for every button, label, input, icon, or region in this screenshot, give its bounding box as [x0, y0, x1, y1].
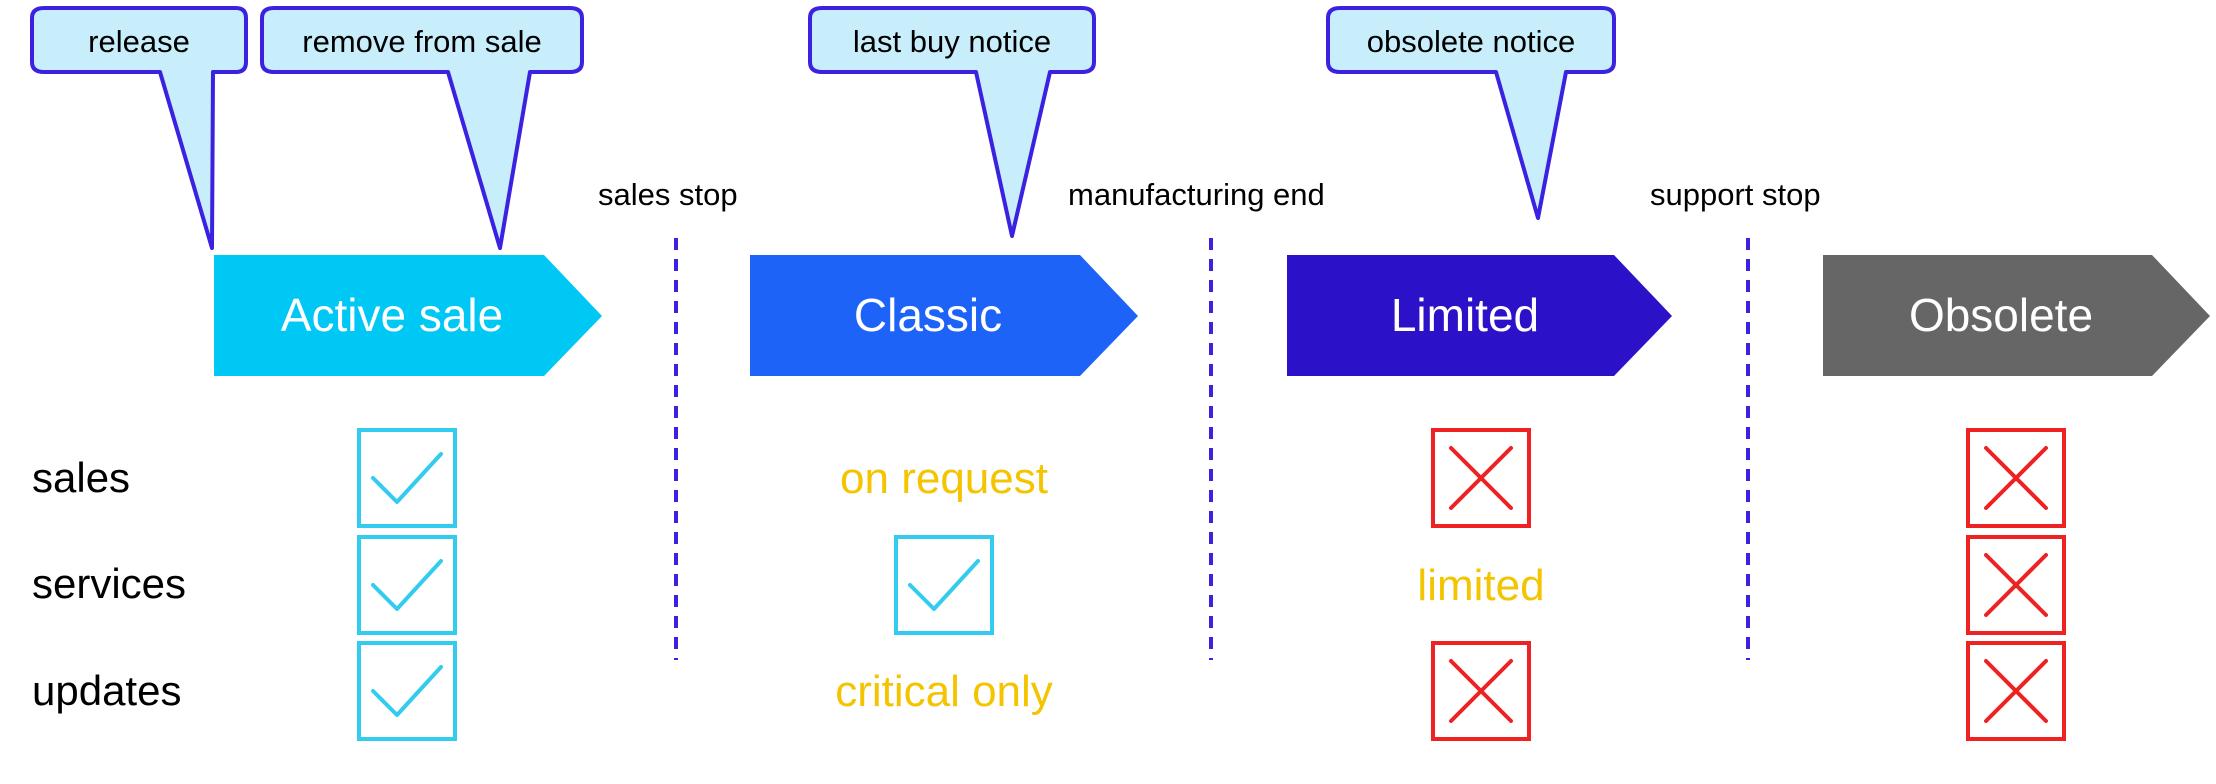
cross-stroke	[1984, 553, 2048, 617]
milestone-label: support stop	[1650, 177, 1821, 212]
cell-box	[357, 535, 457, 635]
row-label-sales: sales	[32, 454, 130, 501]
cross-icon	[1966, 428, 2066, 528]
checkmark	[371, 559, 443, 611]
callout-bubble	[808, 6, 1096, 238]
milestone-label: sales stop	[598, 177, 738, 212]
callout-bubble	[1326, 6, 1616, 220]
callout-label: release	[88, 24, 190, 59]
callout-last-buy-notice: last buy notice	[808, 6, 1096, 238]
cell-box	[894, 535, 994, 635]
milestone-sales-stop: sales stop	[598, 177, 738, 660]
check-icon	[357, 428, 457, 528]
callout-obsolete-notice: obsolete notice	[1326, 6, 1616, 220]
phase-label: Active sale	[281, 289, 503, 341]
cross-stroke	[1984, 659, 2048, 723]
row-label-updates: updates	[32, 667, 181, 714]
callout-label: obsolete notice	[1367, 24, 1576, 59]
phase-label: Classic	[854, 289, 1002, 341]
phase-label: Obsolete	[1909, 289, 2093, 341]
milestone-support-stop: support stop	[1650, 177, 1821, 660]
callout-bubble	[30, 6, 248, 250]
phase-arrow	[750, 255, 1138, 376]
status-text-sales: on request	[840, 454, 1048, 503]
phase-label: Limited	[1391, 289, 1539, 341]
callout-label: remove from sale	[302, 24, 541, 59]
cross-stroke	[1449, 446, 1513, 510]
row-label-services: services	[32, 560, 186, 607]
status-matrix: on request critical only limited	[357, 428, 2066, 741]
cross-stroke	[1449, 659, 1513, 723]
checkmark	[371, 665, 443, 717]
callout-release: release	[30, 6, 248, 250]
callout-remove-from-sale: remove from sale	[260, 6, 584, 250]
phase-limited: Limited	[1287, 255, 1672, 376]
callout-bubble	[260, 6, 584, 250]
phase-obsolete: Obsolete	[1823, 255, 2210, 376]
phase-arrow	[1823, 255, 2210, 376]
cross-icon	[1966, 535, 2066, 635]
milestone-label: manufacturing end	[1068, 177, 1325, 212]
milestone-manufacturing-end: manufacturing end	[1068, 177, 1325, 660]
check-icon	[357, 641, 457, 741]
cross-icon	[1431, 641, 1531, 741]
phase-arrow	[214, 255, 602, 376]
callout-label: last buy notice	[853, 24, 1051, 59]
cross-stroke	[1984, 446, 2048, 510]
checkmark	[908, 559, 980, 611]
checkmark	[371, 452, 443, 504]
status-text-updates: critical only	[835, 667, 1053, 716]
status-text-services: limited	[1417, 561, 1544, 610]
check-icon	[357, 535, 457, 635]
cross-icon	[1431, 428, 1531, 528]
phase-active-sale: Active sale	[214, 255, 602, 376]
phase-arrow	[1287, 255, 1672, 376]
cross-icon	[1966, 641, 2066, 741]
check-icon	[894, 535, 994, 635]
phase-classic: Classic	[750, 255, 1138, 376]
